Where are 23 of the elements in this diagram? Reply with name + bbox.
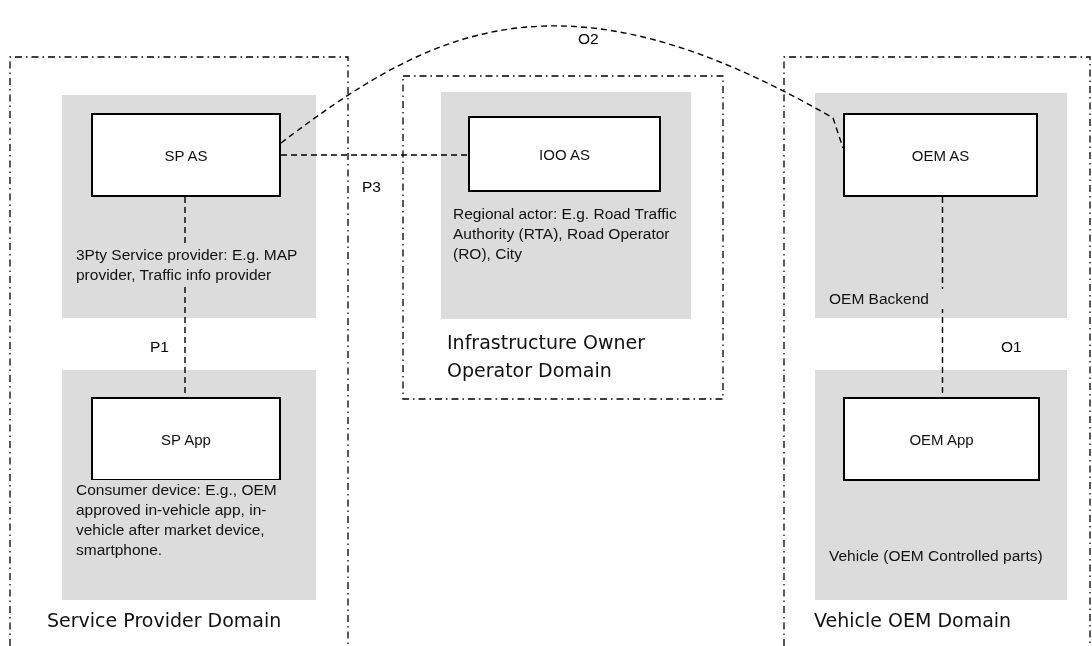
domain-boundary bbox=[784, 57, 1090, 646]
component-label: OEM App bbox=[909, 430, 974, 448]
component-box bbox=[843, 113, 1038, 197]
actor-panel bbox=[62, 95, 316, 318]
domain-title: Service Provider Domain bbox=[47, 608, 283, 633]
component-box bbox=[843, 397, 1040, 481]
domain-title: Vehicle OEM Domain bbox=[814, 608, 1013, 633]
component-box bbox=[468, 116, 661, 192]
domain-title: Infrastructure Owner Operator Domain bbox=[447, 330, 647, 383]
component-label: OEM AS bbox=[911, 146, 970, 164]
component-label: SP AS bbox=[164, 146, 208, 164]
component-label: SP App bbox=[161, 430, 211, 448]
domain-boundary bbox=[403, 76, 723, 399]
domain-boundary bbox=[10, 57, 348, 646]
actor-panel bbox=[815, 370, 1067, 600]
component-box bbox=[91, 397, 281, 481]
component-box bbox=[91, 113, 281, 197]
actor-panel bbox=[62, 370, 316, 600]
actor-panel bbox=[815, 93, 1067, 318]
connector-line bbox=[280, 25, 844, 149]
actor-panel bbox=[441, 92, 691, 319]
component-label: IOO AS bbox=[539, 145, 590, 163]
connector-line bbox=[280, 154, 469, 156]
